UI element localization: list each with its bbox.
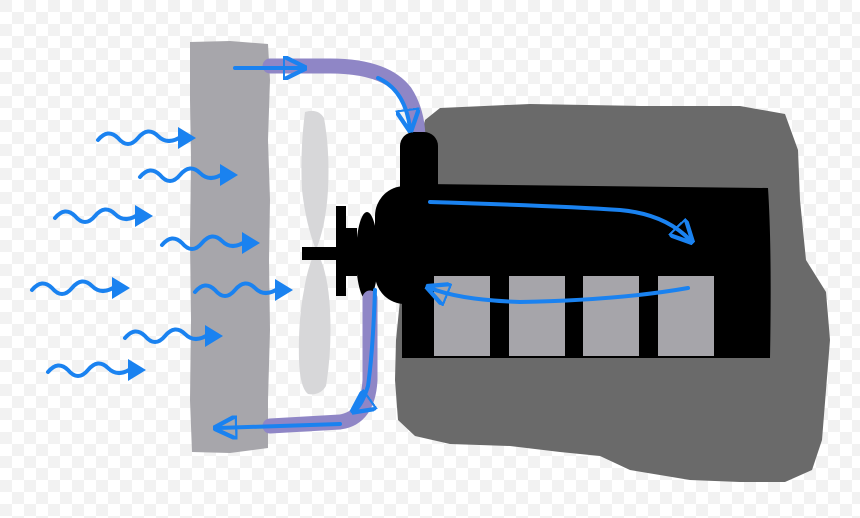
wavy-arrow-icon bbox=[30, 277, 130, 299]
pulley bbox=[356, 212, 378, 300]
wavy-arrow-icon bbox=[123, 325, 223, 347]
cylinder bbox=[509, 276, 565, 356]
flow-arrow-icon bbox=[430, 288, 690, 302]
air-flow-arrows bbox=[30, 127, 293, 381]
flow-arrow-icon bbox=[428, 200, 690, 240]
coolant-flow-arrows bbox=[218, 68, 690, 428]
cylinder bbox=[434, 276, 490, 356]
wavy-arrow-icon bbox=[160, 232, 260, 254]
cylinder bbox=[583, 276, 639, 356]
upper-hose bbox=[262, 58, 426, 148]
fan-blade bbox=[298, 110, 331, 395]
wavy-arrow-icon bbox=[53, 205, 153, 227]
flow-arrow-icon bbox=[218, 424, 342, 428]
wavy-arrow-icon bbox=[96, 127, 196, 149]
wavy-arrow-icon bbox=[138, 164, 238, 186]
flow-arrow-icon bbox=[355, 288, 375, 410]
wavy-arrow-icon bbox=[46, 359, 146, 381]
flow-arrow-icon bbox=[376, 76, 410, 128]
wavy-arrow-icon bbox=[193, 279, 293, 301]
